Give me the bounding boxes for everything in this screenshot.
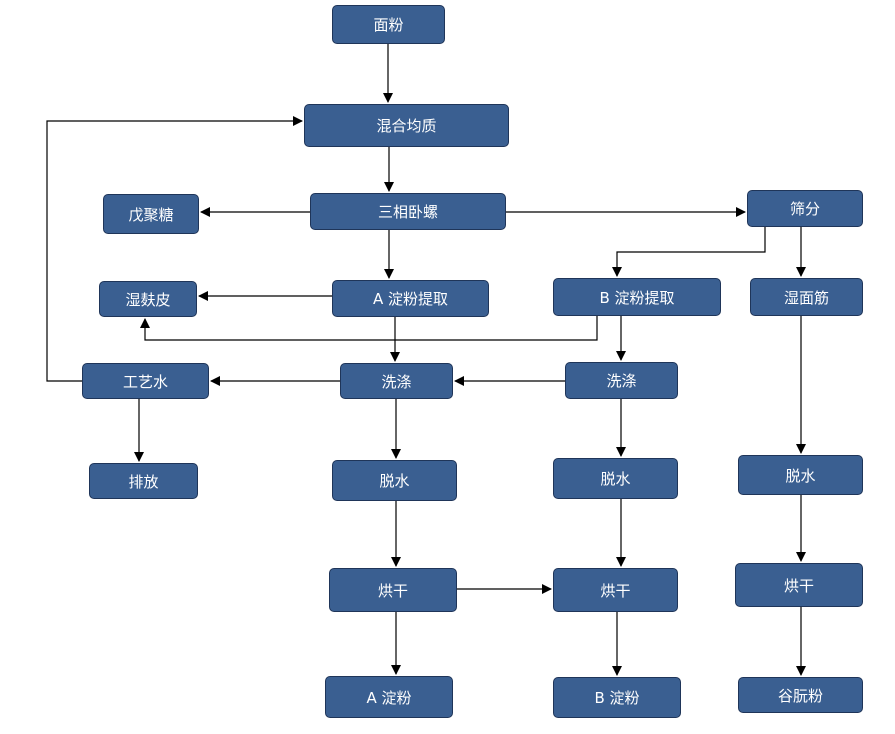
node-guxifen: 谷朊粉 xyxy=(738,677,863,713)
node-shaifen: 筛分 xyxy=(747,190,863,227)
node-hunhe-junzhi: 混合均质 xyxy=(304,104,509,147)
node-sanxiang-woluo: 三相卧螺 xyxy=(310,193,506,230)
node-tuoshui-b: 脱水 xyxy=(553,458,678,499)
node-shifupi: 湿麸皮 xyxy=(99,281,197,317)
node-xidi-b: 洗涤 xyxy=(565,362,678,399)
node-wujutang: 戊聚糖 xyxy=(103,194,199,234)
node-tuoshui-a: 脱水 xyxy=(332,460,457,501)
node-shimianjin: 湿面筋 xyxy=(750,278,863,316)
node-b-dianfen-tiqu: B 淀粉提取 xyxy=(553,278,721,316)
node-honggan-c: 烘干 xyxy=(735,563,863,607)
node-xidi-a: 洗涤 xyxy=(340,363,453,399)
node-mianfen: 面粉 xyxy=(332,5,445,44)
node-a-dianfen-tiqu: A 淀粉提取 xyxy=(332,280,489,317)
node-honggan-b: 烘干 xyxy=(553,568,678,612)
edge-shaifen-b-tiqu xyxy=(612,227,766,277)
edge-gongyishui-hunhe xyxy=(46,116,303,382)
edge-b-tiqu-shifupi xyxy=(140,316,598,341)
node-a-dianfen: A 淀粉 xyxy=(325,676,453,718)
node-b-dianfen: B 淀粉 xyxy=(553,677,681,718)
node-honggan-a: 烘干 xyxy=(329,568,457,612)
node-paifang: 排放 xyxy=(89,463,198,499)
node-gongyishui: 工艺水 xyxy=(82,363,209,399)
node-tuoshui-c: 脱水 xyxy=(738,455,863,495)
